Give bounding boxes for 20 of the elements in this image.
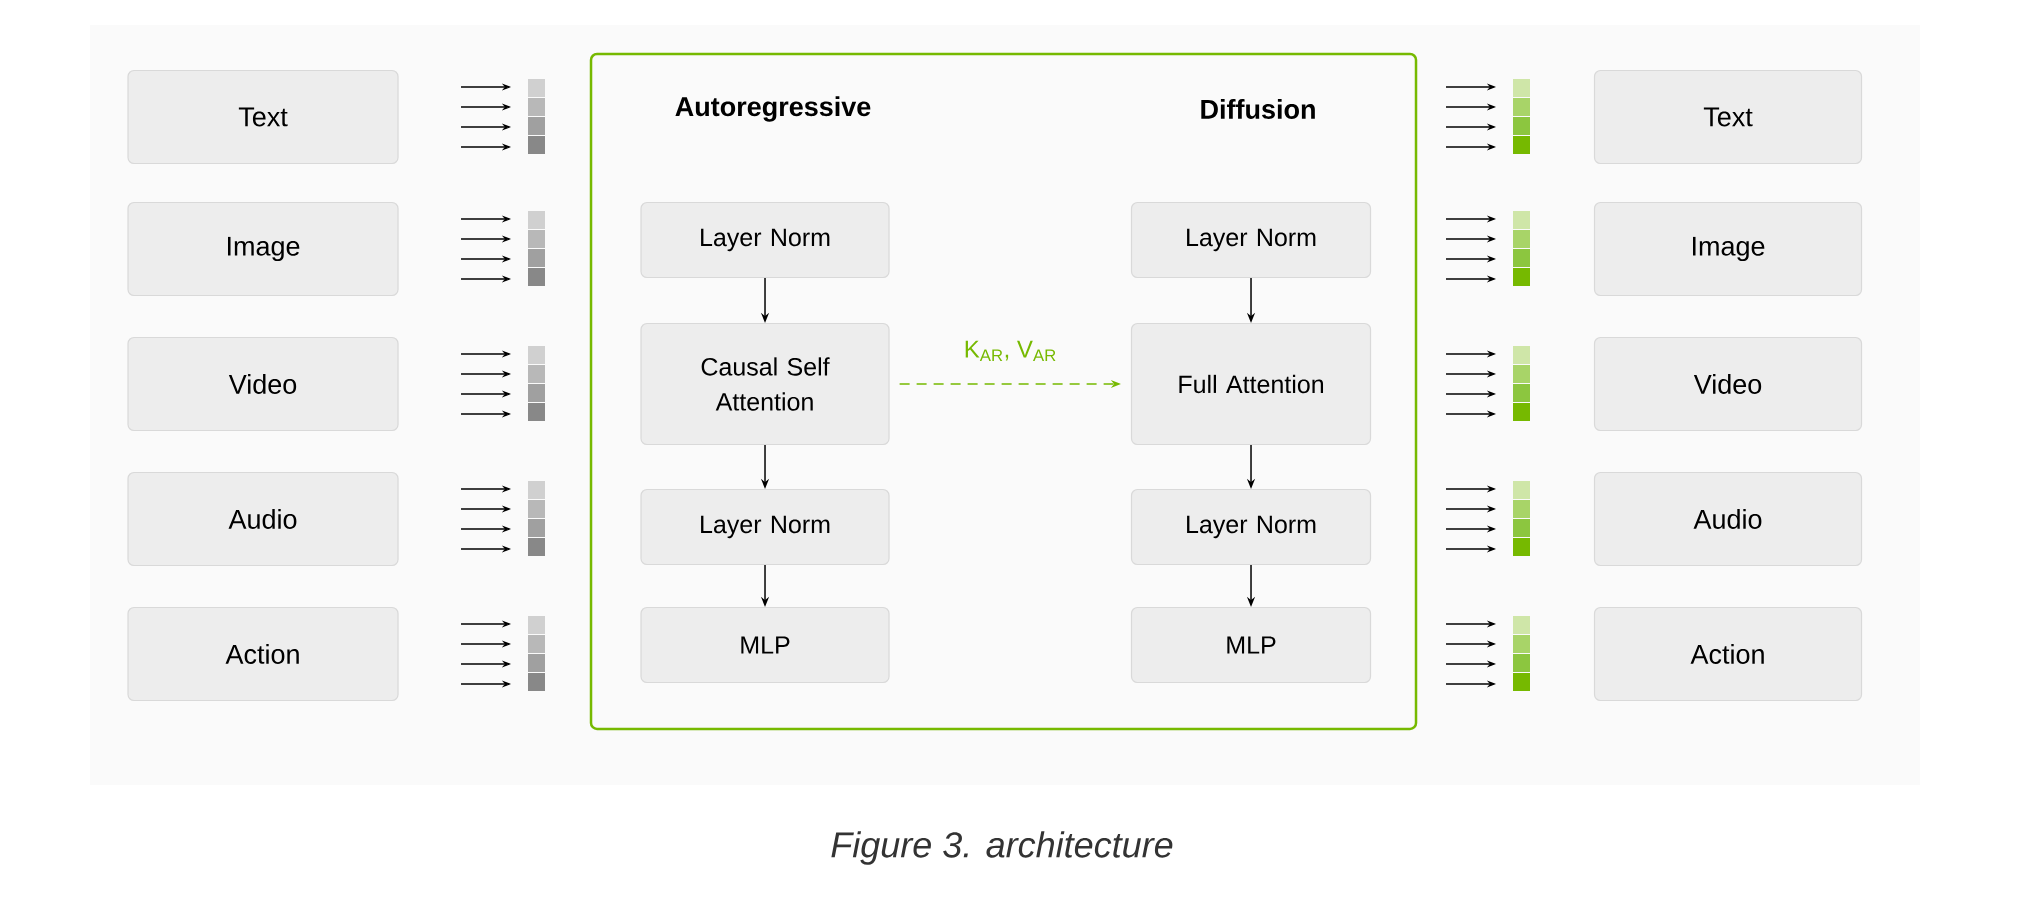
block-box: Image xyxy=(127,201,399,297)
block-box: Audio xyxy=(127,471,399,567)
block-box: Text xyxy=(1593,69,1863,165)
block-box: Action xyxy=(127,606,399,702)
block-box: Action xyxy=(1593,606,1863,702)
block-box: Causal Self Attention xyxy=(640,322,890,446)
block-box: Video xyxy=(1593,336,1863,432)
block-box: Audio xyxy=(1593,471,1863,567)
block-box: Layer Norm xyxy=(640,488,890,566)
block-box: Text xyxy=(127,69,399,165)
block-box: Full Attention xyxy=(1130,322,1372,446)
block-box: Layer Norm xyxy=(1130,488,1372,566)
block-box: Image xyxy=(1593,201,1863,297)
block-box: MLP xyxy=(640,606,890,684)
block-box: Layer Norm xyxy=(640,201,890,279)
block-box: Video xyxy=(127,336,399,432)
figure-caption: Figure 3. architecture xyxy=(831,831,1173,865)
block-box: MLP xyxy=(1130,606,1372,684)
block-box: Layer Norm xyxy=(1130,201,1372,279)
edge-label: K$_{AR}$, V$_{AR}$ xyxy=(965,340,1056,362)
